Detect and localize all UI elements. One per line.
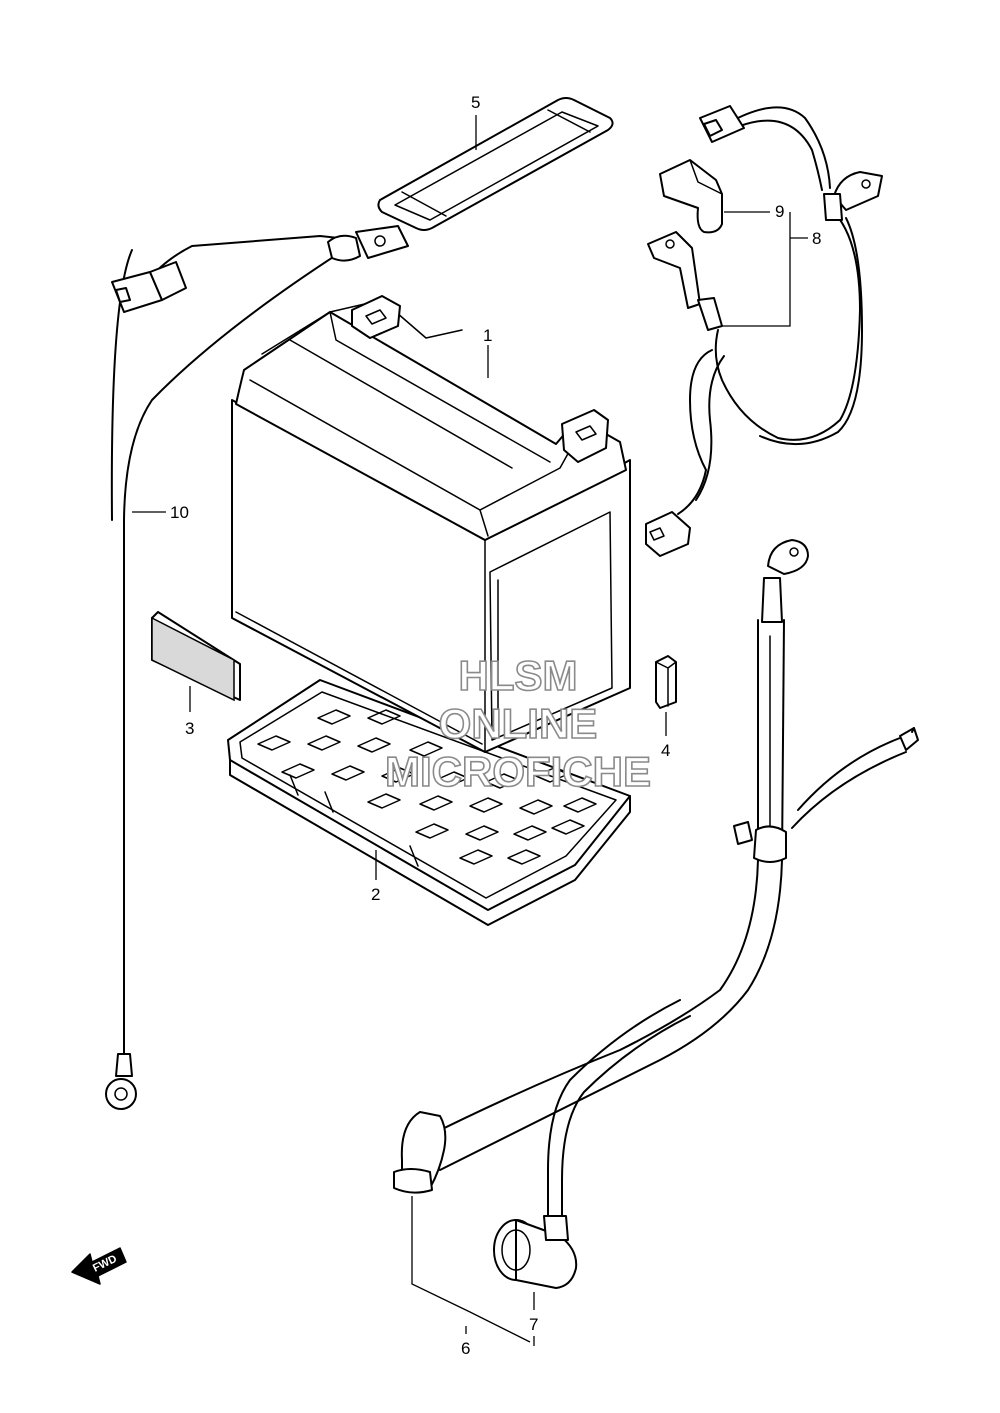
watermark-line2: ONLINE bbox=[439, 700, 598, 747]
cable-lower-right bbox=[393, 539, 919, 1289]
fwd-arrow-icon: FWD bbox=[71, 1247, 127, 1285]
callout-2: 2 bbox=[371, 885, 380, 904]
callout-numbers: 1 2 3 4 5 6 7 8 9 10 bbox=[170, 93, 821, 1358]
callout-1: 1 bbox=[483, 326, 492, 345]
terminal-cap bbox=[659, 159, 723, 234]
callout-6: 6 bbox=[461, 1339, 470, 1358]
watermark-line3: MICROFICHE bbox=[385, 748, 651, 795]
callout-5: 5 bbox=[471, 93, 480, 112]
tray-slots bbox=[257, 709, 597, 865]
battery-band bbox=[377, 97, 614, 231]
callout-4: 4 bbox=[661, 741, 670, 760]
battery bbox=[231, 295, 631, 753]
callout-10: 10 bbox=[170, 503, 189, 522]
battery-pad bbox=[151, 611, 241, 702]
small-pad bbox=[655, 655, 677, 709]
lead-wire-left bbox=[105, 225, 409, 1110]
callout-9: 9 bbox=[775, 202, 784, 221]
cable-upper-right bbox=[645, 105, 883, 557]
watermark-line1: HLSM bbox=[459, 652, 578, 699]
watermark: HLSM ONLINE MICROFICHE bbox=[384, 651, 652, 796]
callout-7: 7 bbox=[529, 1315, 538, 1334]
callout-8: 8 bbox=[812, 229, 821, 248]
leader-lines bbox=[132, 115, 808, 1346]
callout-3: 3 bbox=[185, 719, 194, 738]
battery-tray bbox=[227, 679, 631, 926]
